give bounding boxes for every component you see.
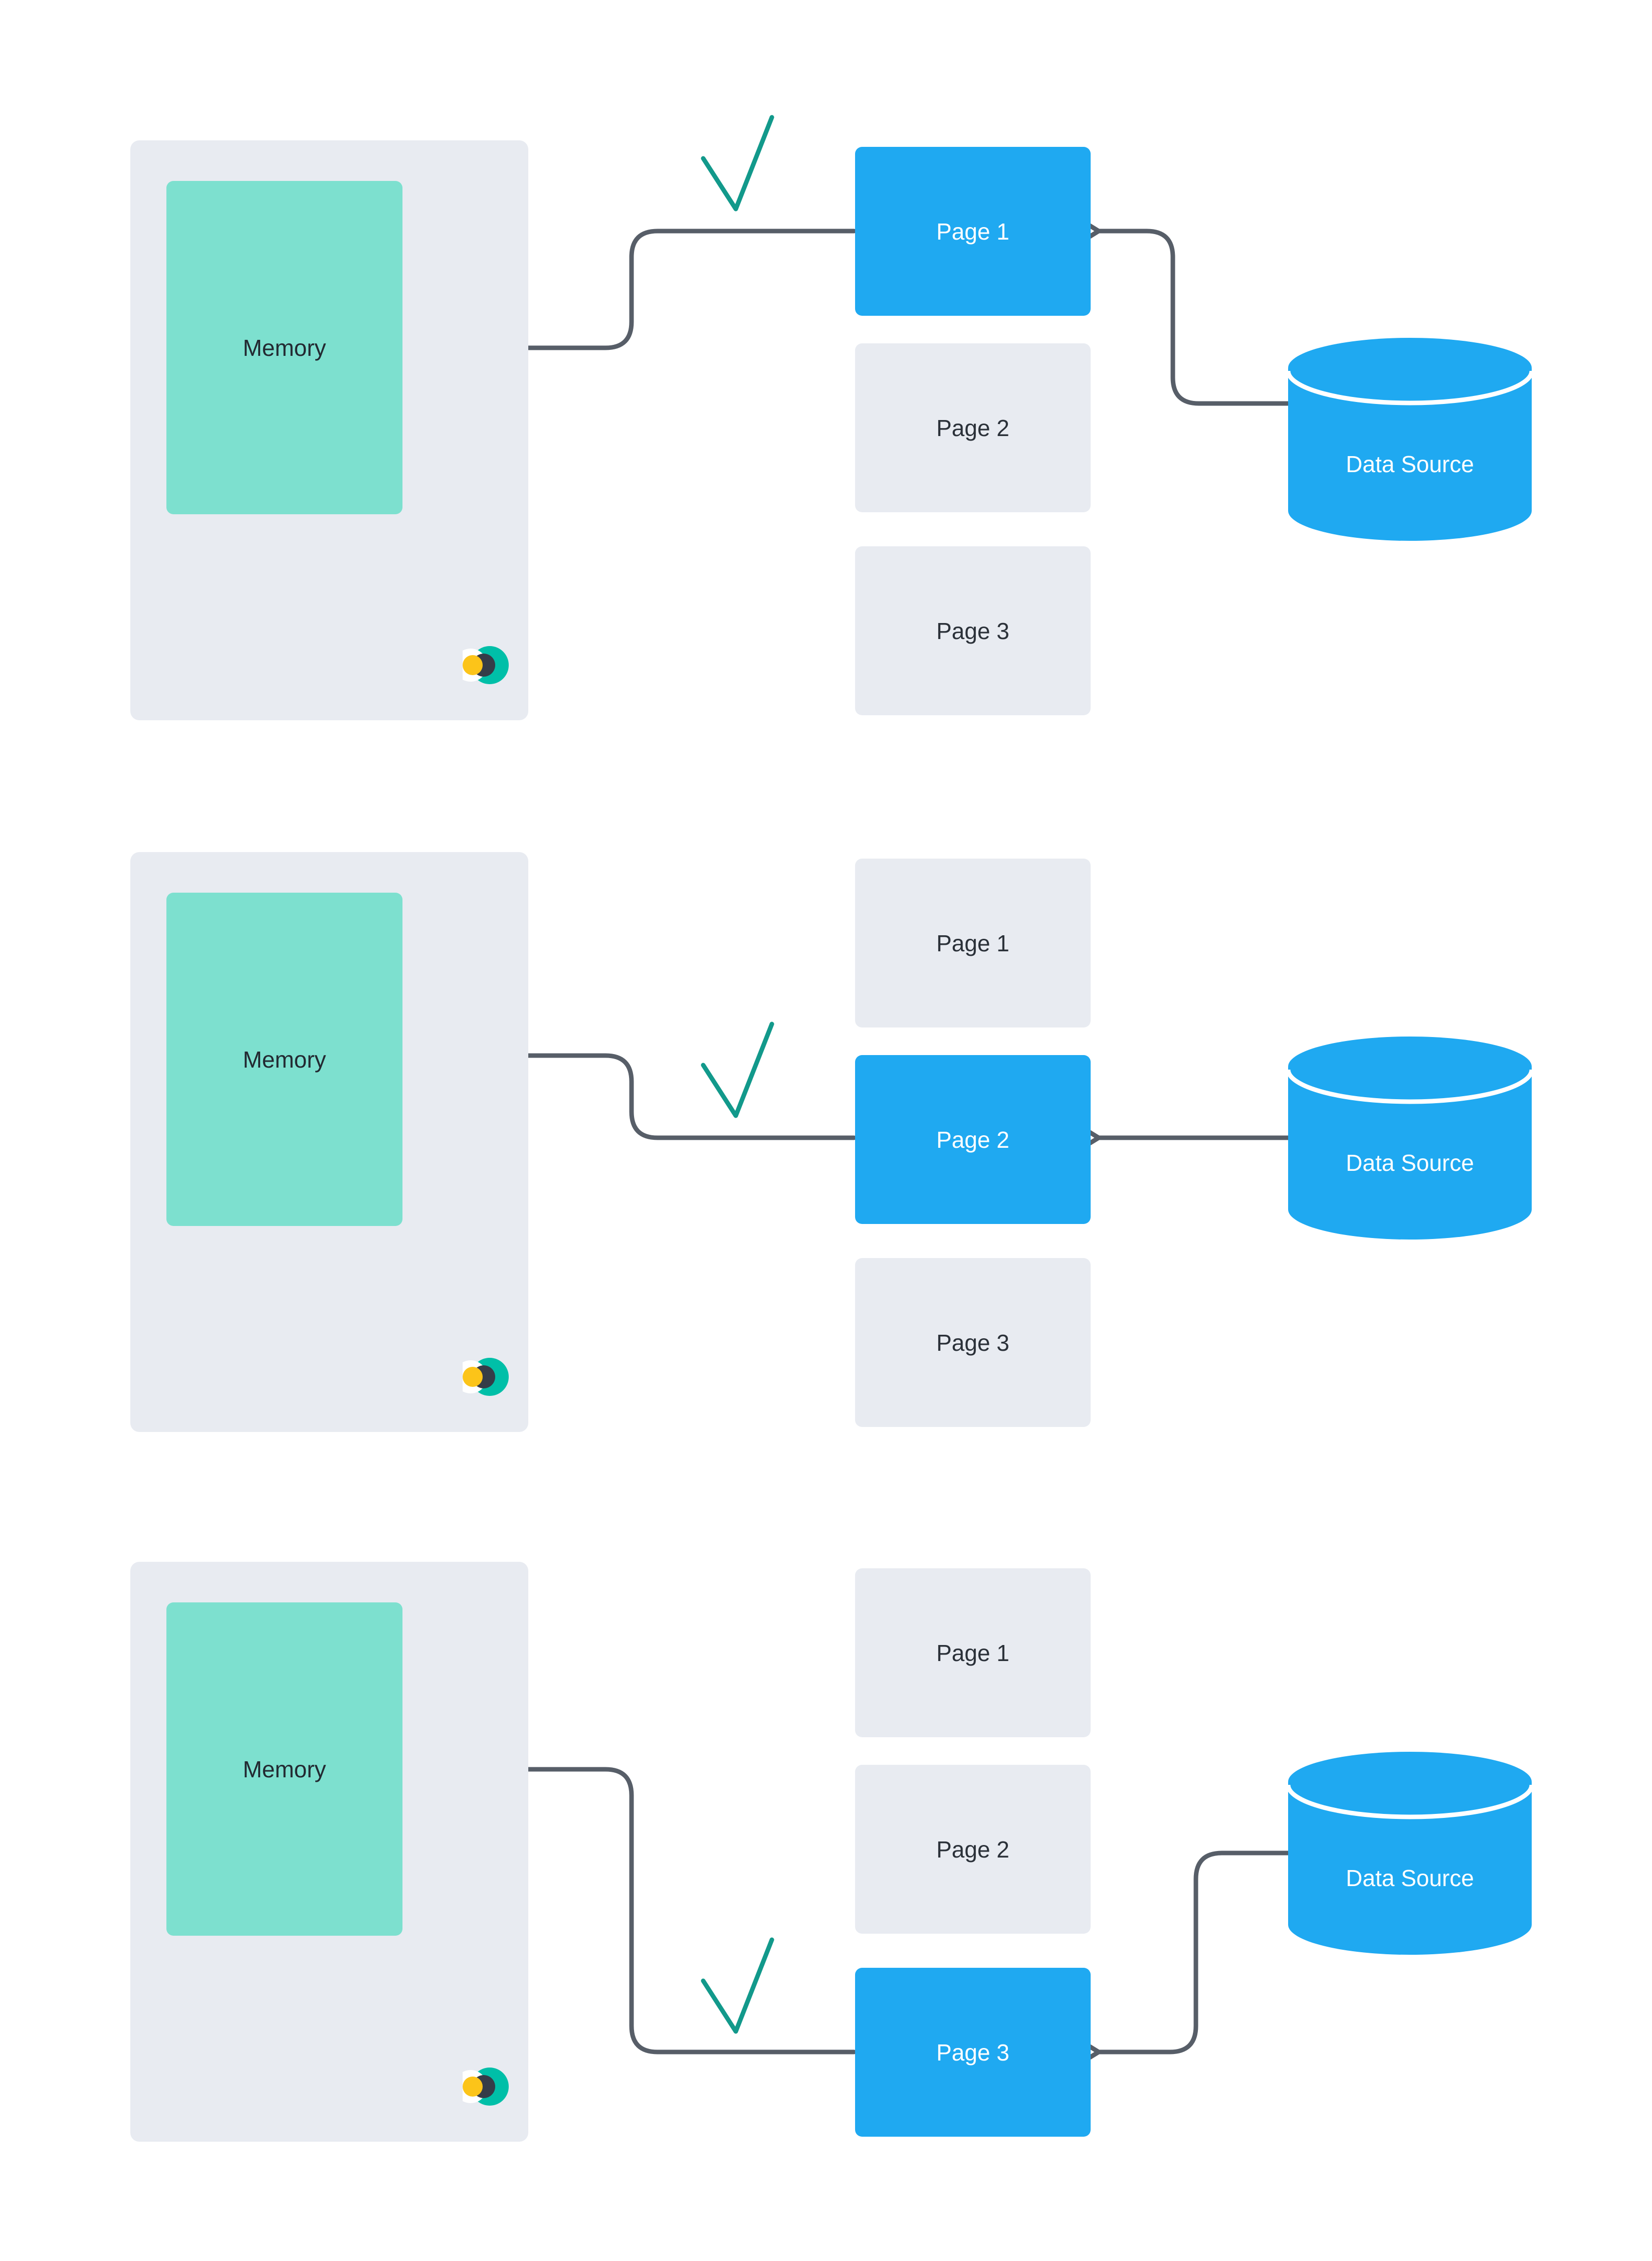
page-box-1: Page 1 — [855, 147, 1091, 316]
page-label: Page 3 — [936, 1329, 1009, 1356]
page-label: Page 1 — [936, 1639, 1009, 1666]
memory-box: Memory — [166, 893, 402, 1226]
page-label: Page 3 — [936, 2039, 1009, 2066]
page-box-2: Page 2 — [855, 1765, 1091, 1934]
memory-panel: Memory — [130, 1562, 528, 2142]
memory-label: Memory — [243, 1046, 326, 1073]
page-label: Page 2 — [936, 1126, 1009, 1153]
database-cylinder-icon — [1288, 1752, 1532, 1955]
data-source-cylinder: Data Source — [1288, 338, 1532, 541]
page-label: Page 3 — [936, 618, 1009, 644]
page-label: Page 1 — [936, 218, 1009, 245]
page-label: Page 2 — [936, 415, 1009, 441]
page-box-3: Page 3 — [855, 1968, 1091, 2137]
data-source-label: Data Source — [1346, 1150, 1474, 1176]
section-step-3: Memory Page 1 Page 2 Page 3 Data Sourc — [0, 1562, 1652, 2188]
data-source-label: Data Source — [1346, 451, 1474, 477]
page-box-1: Page 1 — [855, 1568, 1091, 1737]
database-cylinder-icon — [1288, 1037, 1532, 1240]
page-label: Page 1 — [936, 930, 1009, 956]
page-box-3: Page 3 — [855, 546, 1091, 715]
brand-logo-icon — [463, 2068, 509, 2106]
memory-box: Memory — [166, 181, 402, 514]
data-source-cylinder: Data Source — [1288, 1752, 1532, 1955]
memory-box: Memory — [166, 1602, 402, 1936]
page-box-2: Page 2 — [855, 1055, 1091, 1224]
brand-logo-icon — [463, 1358, 509, 1396]
brand-logo-icon — [463, 646, 509, 684]
memory-panel: Memory — [130, 852, 528, 1432]
memory-label: Memory — [243, 1756, 326, 1782]
database-cylinder-icon — [1288, 338, 1532, 541]
page-label: Page 2 — [936, 1836, 1009, 1863]
page-box-2: Page 2 — [855, 343, 1091, 512]
section-step-1: Memory Page 1 Page 2 Page 3 Data Sourc — [0, 140, 1652, 767]
page-box-1: Page 1 — [855, 859, 1091, 1027]
memory-panel: Memory — [130, 140, 528, 720]
section-step-2: Memory Page 1 Page 2 Page 3 Data Sourc — [0, 852, 1652, 1479]
data-source-cylinder: Data Source — [1288, 1037, 1532, 1240]
page-box-3: Page 3 — [855, 1258, 1091, 1427]
memory-label: Memory — [243, 334, 326, 361]
data-source-label: Data Source — [1346, 1865, 1474, 1891]
